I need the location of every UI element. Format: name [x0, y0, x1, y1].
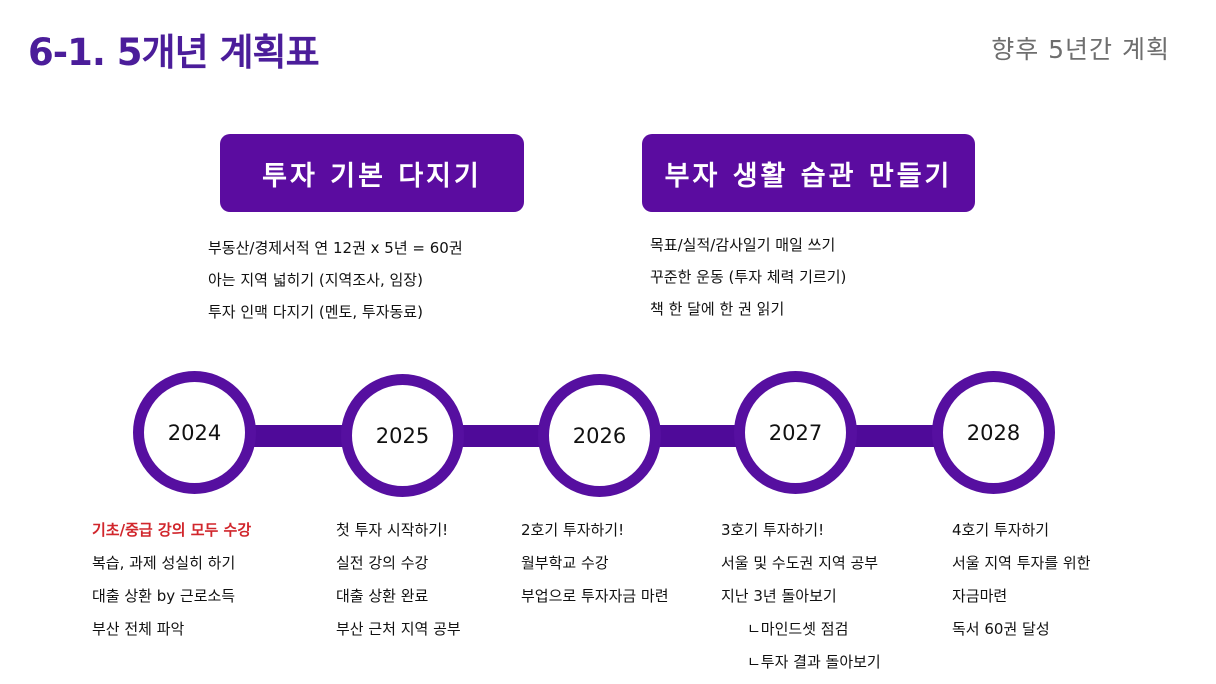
plan-item: 자금마련: [952, 587, 1008, 605]
plan-subitem: ㄴ마인드셋 점검: [747, 620, 849, 638]
year-circle-2027: 2027: [734, 371, 857, 494]
plan-item: 첫 투자 시작하기!: [336, 521, 449, 539]
plan-item: 서울 및 수도권 지역 공부: [721, 554, 879, 572]
page-title: 6-1. 5개년 계획표: [28, 31, 320, 74]
plan-item: 3호기 투자하기!: [721, 521, 825, 539]
plan-item: 독서 60권 달성: [952, 620, 1050, 638]
year-plan-2024: 기초/중급 강의 모두 수강 복습, 과제 성실히 하기 대출 상환 by 근로…: [92, 514, 251, 646]
year-circle-2025: 2025: [341, 374, 464, 497]
plan-item: 부산 전체 파악: [92, 620, 185, 638]
year-plan-2027: 3호기 투자하기! 서울 및 수도권 지역 공부 지난 3년 돌아보기 ㄴ마인드…: [721, 514, 881, 679]
goal-item: 투자 인맥 다지기 (멘토, 투자동료): [208, 303, 423, 321]
year-plan-2028: 4호기 투자하기 서울 지역 투자를 위한 자금마련 독서 60권 달성: [952, 514, 1091, 646]
plan-item: 4호기 투자하기: [952, 521, 1050, 539]
plan-item: 지난 3년 돌아보기: [721, 587, 837, 605]
plan-item: 대출 상환 by 근로소득: [92, 587, 236, 605]
goal-item: 아는 지역 넓히기 (지역조사, 임장): [208, 271, 423, 289]
page-subtitle: 향후 5년간 계획: [991, 35, 1170, 64]
goal-box-investment-basics: 투자 기본 다지기: [220, 134, 524, 212]
plan-item: 복습, 과제 성실히 하기: [92, 554, 236, 572]
plan-subitem: ㄴ투자 결과 돌아보기: [747, 653, 881, 671]
plan-item: 월부학교 수강: [521, 554, 609, 572]
goal-item: 꾸준한 운동 (투자 체력 기르기): [650, 268, 847, 286]
plan-item: 부산 근처 지역 공부: [336, 620, 461, 638]
plan-item: 실전 강의 수강: [336, 554, 429, 572]
goal-item: 책 한 달에 한 권 읽기: [650, 300, 785, 318]
year-plan-2025: 첫 투자 시작하기! 실전 강의 수강 대출 상환 완료 부산 근처 지역 공부: [336, 514, 461, 646]
plan-item: 2호기 투자하기!: [521, 521, 625, 539]
goal-list-investment-basics: 부동산/경제서적 연 12권 x 5년 = 60권 아는 지역 넓히기 (지역조…: [208, 232, 463, 328]
goal-item: 목표/실적/감사일기 매일 쓰기: [650, 236, 836, 254]
year-plan-2026: 2호기 투자하기! 월부학교 수강 부업으로 투자자금 마련: [521, 514, 669, 613]
plan-item-highlight: 기초/중급 강의 모두 수강: [92, 521, 252, 539]
year-circle-2028: 2028: [932, 371, 1055, 494]
goal-box-wealth-habits: 부자 생활 습관 만들기: [642, 134, 975, 212]
plan-item: 대출 상환 완료: [336, 587, 429, 605]
year-circle-2026: 2026: [538, 374, 661, 497]
plan-item: 서울 지역 투자를 위한: [952, 554, 1091, 572]
year-circle-2024: 2024: [133, 371, 256, 494]
goal-item: 부동산/경제서적 연 12권 x 5년 = 60권: [208, 239, 463, 257]
goal-list-wealth-habits: 목표/실적/감사일기 매일 쓰기 꾸준한 운동 (투자 체력 기르기) 책 한 …: [650, 229, 846, 325]
plan-item: 부업으로 투자자금 마련: [521, 587, 669, 605]
